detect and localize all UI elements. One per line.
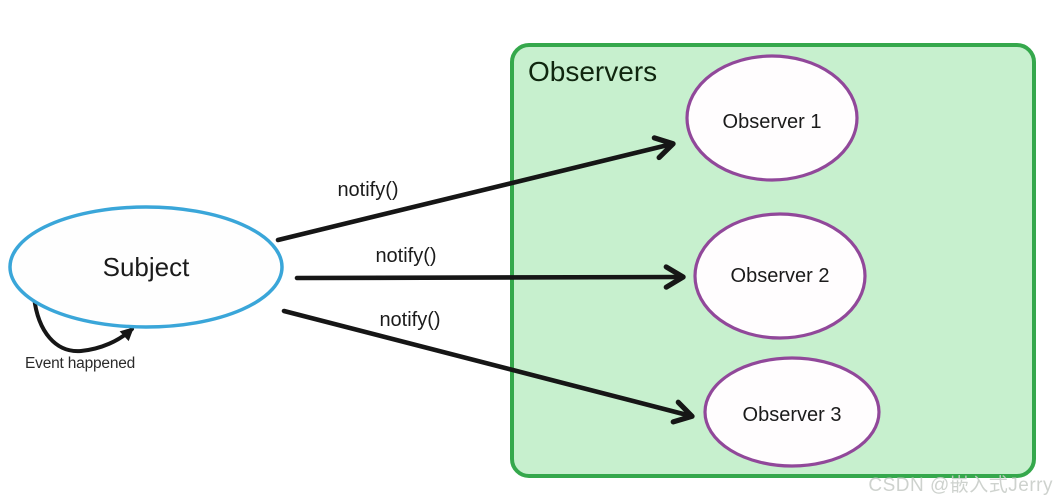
event-self-loop-arrow xyxy=(32,295,134,354)
event-happened-label: Event happened xyxy=(25,355,136,372)
observer-3-ellipse xyxy=(703,356,881,468)
notify-arrow-3 xyxy=(281,308,695,425)
observer-1-ellipse xyxy=(685,54,859,182)
observers-box-title: Observers xyxy=(528,56,658,87)
notify-arrow-1 xyxy=(275,135,676,243)
watermark: CSDN @嵌入式Jerry xyxy=(868,475,1053,496)
notify-arrow-2 xyxy=(294,264,686,290)
observer-2-label: Observer 2 xyxy=(730,265,830,287)
notify-label-1: notify() xyxy=(337,179,399,201)
notify-label-3: notify() xyxy=(379,309,441,331)
notify-label-2: notify() xyxy=(375,245,437,267)
subject-label: Subject xyxy=(102,252,190,282)
subject-ellipse xyxy=(8,205,284,329)
observer-2-ellipse xyxy=(693,212,867,340)
observer-1-label: Observer 1 xyxy=(722,111,822,133)
observer-3-label: Observer 3 xyxy=(742,404,842,426)
